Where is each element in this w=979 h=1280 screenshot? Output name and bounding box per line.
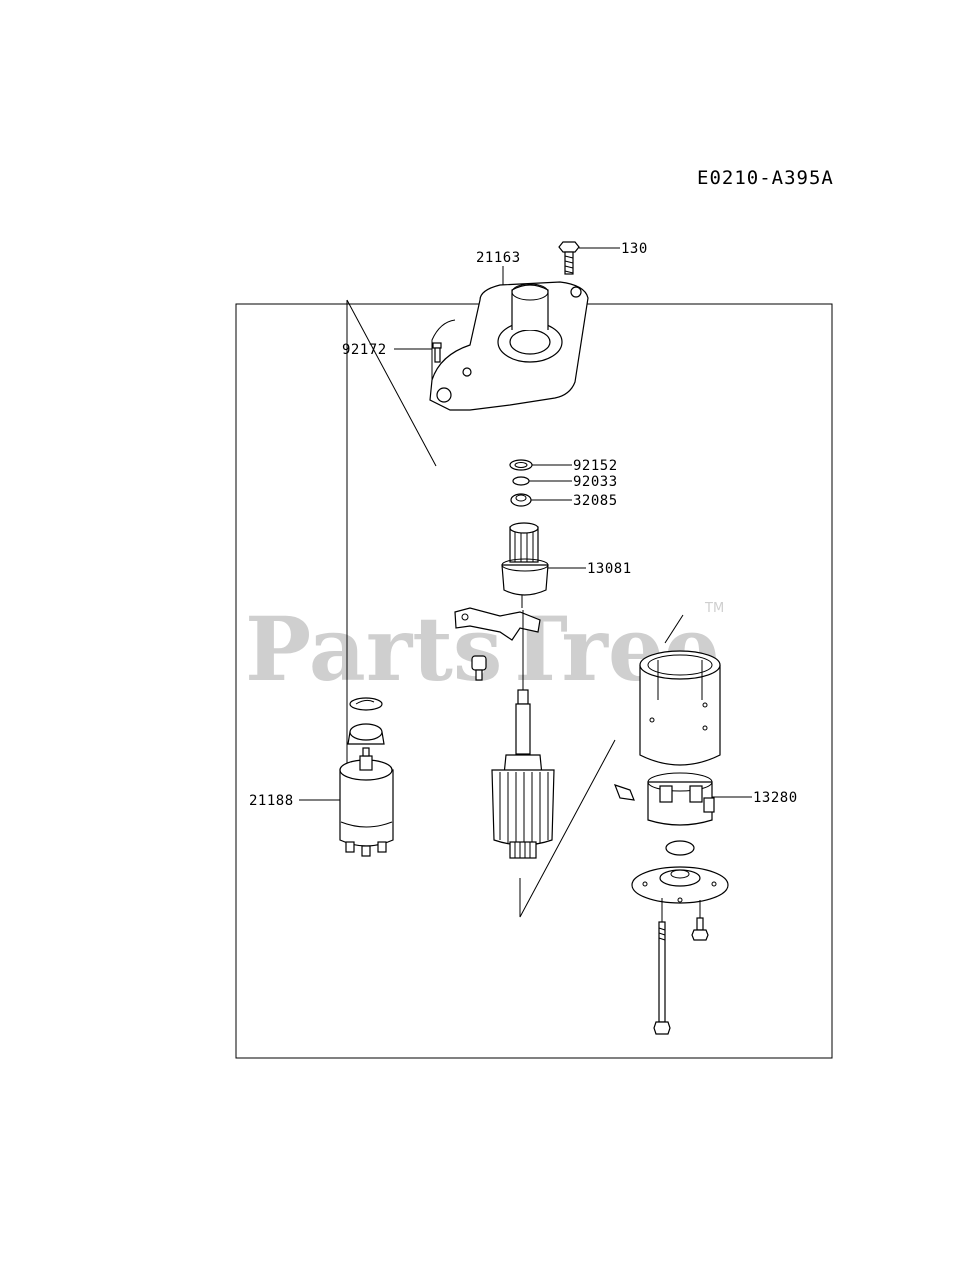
- callout-13280[interactable]: 13280: [753, 790, 798, 806]
- part-bearing-32085[interactable]: [510, 493, 532, 507]
- callout-21188[interactable]: 21188: [249, 793, 294, 809]
- part-through-bolt[interactable]: [653, 898, 671, 1035]
- part-screw-92172[interactable]: [432, 342, 442, 363]
- part-yoke[interactable]: [639, 650, 721, 766]
- part-o-ring[interactable]: [665, 840, 695, 856]
- part-bolt-130[interactable]: [558, 241, 580, 275]
- callout-92152[interactable]: 92152: [573, 458, 618, 474]
- part-washer-92152[interactable]: [509, 459, 533, 471]
- callout-92172[interactable]: 92172: [342, 342, 387, 358]
- assembly-line-yoke: [664, 614, 684, 644]
- part-pinion-clutch-13081[interactable]: [501, 522, 549, 608]
- part-ring-92033[interactable]: [512, 476, 530, 486]
- part-lever-pin[interactable]: [471, 655, 487, 681]
- callout-32085[interactable]: 32085: [573, 493, 618, 509]
- part-shift-lever[interactable]: [454, 607, 541, 641]
- part-armature[interactable]: [491, 610, 555, 859]
- callout-130[interactable]: 130: [621, 241, 648, 257]
- part-solenoid-21188[interactable]: [339, 697, 394, 857]
- part-front-housing-21163[interactable]: [429, 281, 589, 411]
- part-small-screw[interactable]: [691, 900, 709, 941]
- part-brush-holder-13280[interactable]: [613, 772, 715, 826]
- part-end-plate[interactable]: [631, 866, 729, 904]
- diagram-code: E0210-A395A: [697, 167, 834, 189]
- assembly-line-armature: [519, 739, 616, 918]
- watermark-trademark: TM: [704, 601, 724, 616]
- callout-21163[interactable]: 21163: [476, 250, 521, 266]
- callout-92033[interactable]: 92033: [573, 474, 618, 490]
- callout-13081[interactable]: 13081: [587, 561, 632, 577]
- assembly-line-left: [346, 299, 437, 840]
